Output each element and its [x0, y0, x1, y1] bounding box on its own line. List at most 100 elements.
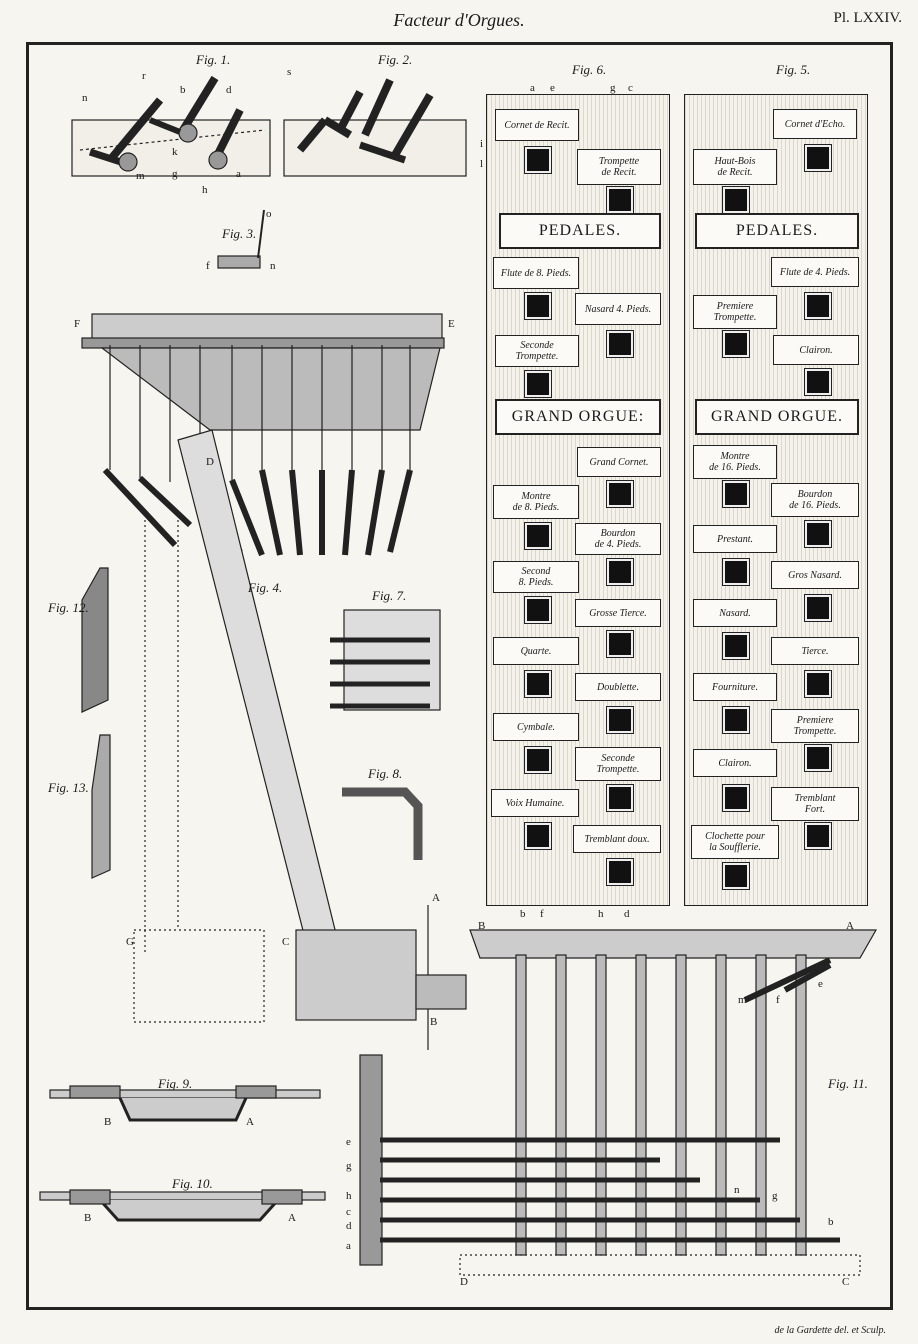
letter-f6a: a — [530, 82, 535, 94]
letter-e11b: e — [346, 1136, 351, 1148]
fig5-stopboard: Cornet d'Echo. Haut-Bois de Recit. PEDAL… — [684, 94, 868, 906]
fig6-stop-label: Quarte. — [493, 637, 579, 665]
fig6-stop-knob[interactable] — [607, 785, 633, 811]
letter-k: k — [172, 146, 178, 158]
fig5-stop-knob[interactable] — [723, 863, 749, 889]
letter-s: s — [287, 66, 292, 78]
fig3-drawing — [217, 209, 265, 269]
fig6-stop-knob[interactable] — [525, 147, 551, 173]
fig6-stop-knob[interactable] — [525, 823, 551, 849]
letter-A10: A — [288, 1212, 296, 1224]
fig5-stop-label: Nasard. — [693, 599, 777, 627]
fig2-drawing — [283, 78, 467, 177]
fig5-pedales-header: PEDALES. — [695, 213, 859, 249]
fig5-stop-knob[interactable] — [723, 559, 749, 585]
fig5-stop-knob[interactable] — [723, 331, 749, 357]
engraver-signature: de la Gardette del. et Sculp. — [774, 1325, 886, 1336]
letter-B10: B — [84, 1212, 92, 1224]
letter-g11: g — [772, 1190, 778, 1202]
fig5-stop-knob[interactable] — [723, 633, 749, 659]
fig5-stop-knob[interactable] — [805, 823, 831, 849]
letter-f6c: c — [628, 82, 633, 94]
letter-f6b: b — [520, 908, 526, 920]
letter-r: r — [142, 70, 146, 82]
plate-frame — [26, 42, 893, 1310]
letter-g: g — [172, 168, 178, 180]
fig6-stop-knob[interactable] — [525, 671, 551, 697]
fig6-stop-label: Bourdon de 4. Pieds. — [575, 523, 661, 555]
letter-B: B — [430, 1016, 438, 1028]
fig10-drawing — [39, 1189, 326, 1222]
fig5-stop-label: Clairon. — [773, 335, 859, 365]
letter-m11: m — [738, 994, 747, 1006]
fig3-label: Fig. 3. — [222, 226, 257, 241]
fig6-stop-knob[interactable] — [607, 559, 633, 585]
fig6-stop-label: Cornet de Recit. — [495, 109, 579, 141]
letter-n: n — [82, 92, 88, 104]
letter-b11: b — [828, 1216, 834, 1228]
fig5-stop-knob[interactable] — [805, 595, 831, 621]
fig5-stop-knob[interactable] — [723, 785, 749, 811]
fig5-stop-label: Flute de 4. Pieds. — [771, 257, 859, 287]
fig6-stop-knob[interactable] — [607, 707, 633, 733]
fig6-stop-knob[interactable] — [525, 371, 551, 397]
letter-o3: o — [266, 208, 272, 220]
fig9-drawing — [49, 1085, 321, 1122]
fig6-stop-knob[interactable] — [607, 331, 633, 357]
fig6-stop-label: Seconde Trompette. — [495, 335, 579, 367]
fig6-stop-label: Flute de 8. Pieds. — [493, 257, 579, 289]
fig6-stop-label: Tremblant doux. — [573, 825, 661, 853]
fig7-label: Fig. 7. — [372, 588, 407, 603]
letter-f6e: e — [550, 82, 555, 94]
fig6-stop-knob[interactable] — [607, 631, 633, 657]
letter-E: E — [448, 318, 455, 330]
fig5-stop-knob[interactable] — [723, 187, 749, 213]
fig5-stop-label: Tremblant Fort. — [771, 787, 859, 821]
fig5-grand-orgue-header: GRAND ORGUE. — [695, 399, 859, 435]
fig13-label: Fig. 13. — [48, 780, 89, 795]
letter-f3: f — [206, 260, 210, 272]
fig4-drawing — [81, 313, 467, 1050]
fig11-label: Fig. 11. — [828, 1076, 868, 1091]
letter-a11: a — [346, 1240, 351, 1252]
letter-f11: f — [776, 994, 780, 1006]
fig5-stop-knob[interactable] — [805, 745, 831, 771]
fig6-stop-label: Voix Humaine. — [491, 789, 579, 817]
fig6-stop-knob[interactable] — [525, 293, 551, 319]
letter-h: h — [202, 184, 208, 196]
fig13-drawing — [91, 734, 111, 879]
fig5-stop-label: Gros Nasard. — [771, 561, 859, 589]
fig6-stop-knob[interactable] — [607, 481, 633, 507]
fig6-stop-knob[interactable] — [525, 597, 551, 623]
fig6-stop-label: Grosse Tierce. — [575, 599, 661, 627]
fig5-stop-knob[interactable] — [805, 671, 831, 697]
letter-n11: n — [734, 1184, 740, 1196]
letter-g11b: g — [346, 1160, 352, 1172]
fig6-stop-label: Cymbale. — [493, 713, 579, 741]
fig12-label: Fig. 12. — [48, 600, 89, 615]
letter-c11: c — [346, 1206, 351, 1218]
fig8-drawing — [342, 787, 423, 860]
fig9-label: Fig. 9. — [158, 1076, 193, 1091]
fig2-label: Fig. 2. — [378, 52, 413, 67]
letter-C: C — [282, 936, 290, 948]
fig7-drawing — [330, 609, 441, 711]
fig5-stop-knob[interactable] — [805, 145, 831, 171]
fig5-stop-knob[interactable] — [723, 481, 749, 507]
fig5-stop-knob[interactable] — [723, 707, 749, 733]
fig6-stop-label: Grand Cornet. — [577, 447, 661, 477]
letter-D11: D — [460, 1276, 468, 1288]
fig6-stop-knob[interactable] — [525, 747, 551, 773]
fig6-stop-knob[interactable] — [525, 523, 551, 549]
letter-f6h: h — [598, 908, 604, 920]
fig5-stop-knob[interactable] — [805, 369, 831, 395]
fig5-stop-knob[interactable] — [805, 293, 831, 319]
fig5-stop-label: Haut-Bois de Recit. — [693, 149, 777, 185]
fig5-stop-label: Cornet d'Echo. — [773, 109, 857, 139]
fig6-stop-knob[interactable] — [607, 859, 633, 885]
fig5-stop-knob[interactable] — [805, 521, 831, 547]
fig6-stop-knob[interactable] — [607, 187, 633, 213]
fig6-stop-label: Second 8. Pieds. — [493, 561, 579, 593]
fig5-stop-label: Clochette pour la Soufflerie. — [691, 825, 779, 859]
